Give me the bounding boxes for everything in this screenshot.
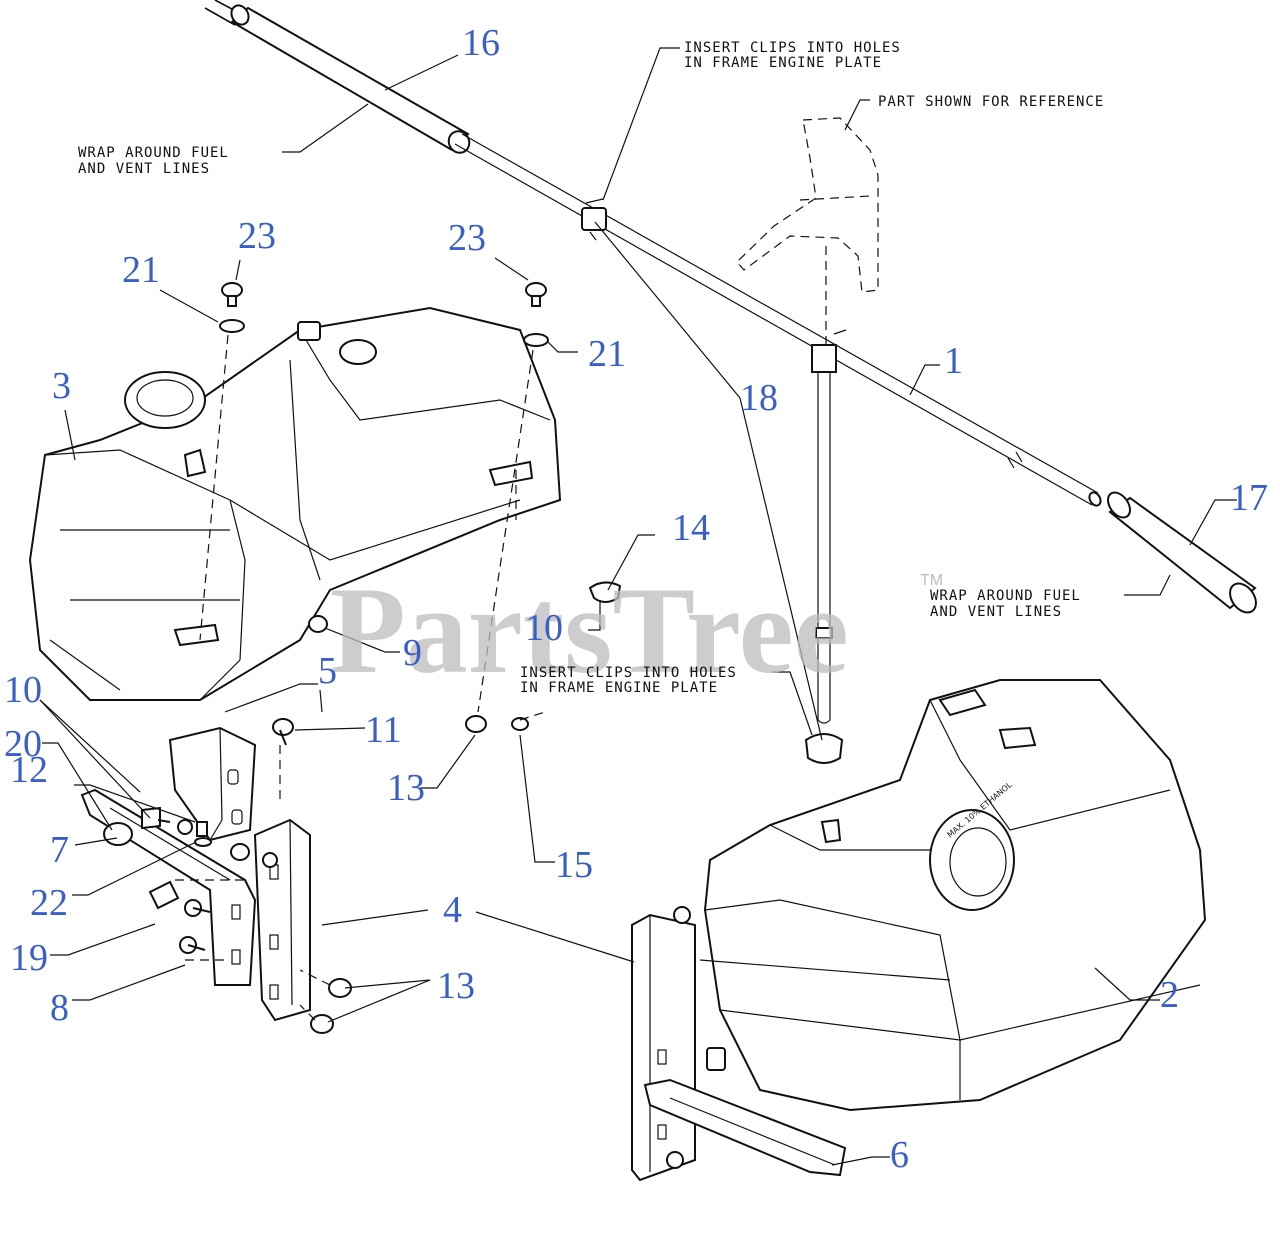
callout-16: 16 <box>462 22 500 64</box>
callout-11: 11 <box>365 709 402 751</box>
svg-text:AND VENT LINES: AND VENT LINES <box>78 161 210 177</box>
note-wrap-top: WRAP AROUND FUEL AND VENT LINES <box>78 145 229 177</box>
callout-6: 6 <box>890 1134 909 1176</box>
svg-text:AND VENT LINES: AND VENT LINES <box>930 604 1062 620</box>
note-reference: PART SHOWN FOR REFERENCE <box>878 94 1104 110</box>
svg-text:IN FRAME ENGINE PLATE: IN FRAME ENGINE PLATE <box>520 680 718 696</box>
fuel-line-16[interactable] <box>204 0 473 157</box>
callout-10-b: 10 <box>4 669 42 711</box>
callout-10-a: 10 <box>525 607 563 649</box>
callout-8: 8 <box>50 987 69 1029</box>
assembly-lines <box>175 334 546 1021</box>
clip-18-mid[interactable] <box>811 329 847 373</box>
reference-bracket <box>736 117 879 345</box>
callout-numbers: 1 2 3 4 5 6 7 8 9 10 10 11 12 13 13 14 1… <box>4 22 1268 1176</box>
callout-18: 18 <box>740 377 778 419</box>
bracket-5[interactable] <box>168 726 257 842</box>
strap-6[interactable] <box>643 1078 847 1177</box>
fuel-tank-left-3[interactable] <box>28 306 562 701</box>
callout-13-b: 13 <box>437 965 475 1007</box>
callout-17: 17 <box>1230 477 1268 519</box>
callout-19: 19 <box>10 937 48 979</box>
fuel-tank-right-2[interactable]: MAX. 10% ETHANOL <box>699 679 1207 1112</box>
svg-text:WRAP AROUND FUEL: WRAP AROUND FUEL <box>930 588 1081 604</box>
watermark-trademark: TM <box>920 572 943 589</box>
svg-text:INSERT CLIPS INTO HOLES: INSERT CLIPS INTO HOLES <box>684 40 901 56</box>
note-clips-top: INSERT CLIPS INTO HOLES IN FRAME ENGINE … <box>684 40 901 71</box>
bracket-4-left[interactable] <box>253 818 311 1022</box>
note-wrap-right: WRAP AROUND FUEL AND VENT LINES <box>930 588 1081 620</box>
callout-1: 1 <box>944 340 963 382</box>
clip-lower-right[interactable] <box>706 1047 726 1071</box>
callout-13-a: 13 <box>387 767 425 809</box>
callout-12: 12 <box>10 749 48 791</box>
callout-15: 15 <box>555 844 593 886</box>
callout-14: 14 <box>672 507 710 549</box>
callout-20: 20 <box>4 723 42 765</box>
callout-7: 7 <box>50 829 69 871</box>
svg-text:WRAP AROUND FUEL: WRAP AROUND FUEL <box>78 145 229 161</box>
callout-21-b: 21 <box>588 333 626 375</box>
callout-22: 22 <box>30 882 68 924</box>
watermark: PartsTree <box>330 562 849 699</box>
svg-text:INSERT CLIPS INTO HOLES: INSERT CLIPS INTO HOLES <box>520 665 737 681</box>
callout-4: 4 <box>443 889 462 931</box>
clip-18-bottom[interactable] <box>804 733 844 764</box>
bracket-4-right[interactable] <box>631 906 696 1182</box>
fuel-line-1[interactable] <box>454 133 1103 508</box>
callout-23-a: 23 <box>238 215 276 257</box>
vent-line-vertical[interactable] <box>815 365 833 724</box>
callout-9: 9 <box>403 632 422 674</box>
svg-text:IN FRAME ENGINE PLATE: IN FRAME ENGINE PLATE <box>684 55 882 71</box>
clip-18-top[interactable] <box>581 198 607 241</box>
callout-5: 5 <box>318 650 337 692</box>
hardware-parts[interactable] <box>103 282 622 1034</box>
callout-23-b: 23 <box>448 217 486 259</box>
callout-21-a: 21 <box>122 249 160 291</box>
callout-3: 3 <box>52 365 71 407</box>
note-clips-mid: INSERT CLIPS INTO HOLES IN FRAME ENGINE … <box>520 665 737 696</box>
hose-sleeve-17[interactable] <box>1103 488 1261 617</box>
leader-lines <box>39 47 1237 1166</box>
callout-2: 2 <box>1160 974 1179 1016</box>
